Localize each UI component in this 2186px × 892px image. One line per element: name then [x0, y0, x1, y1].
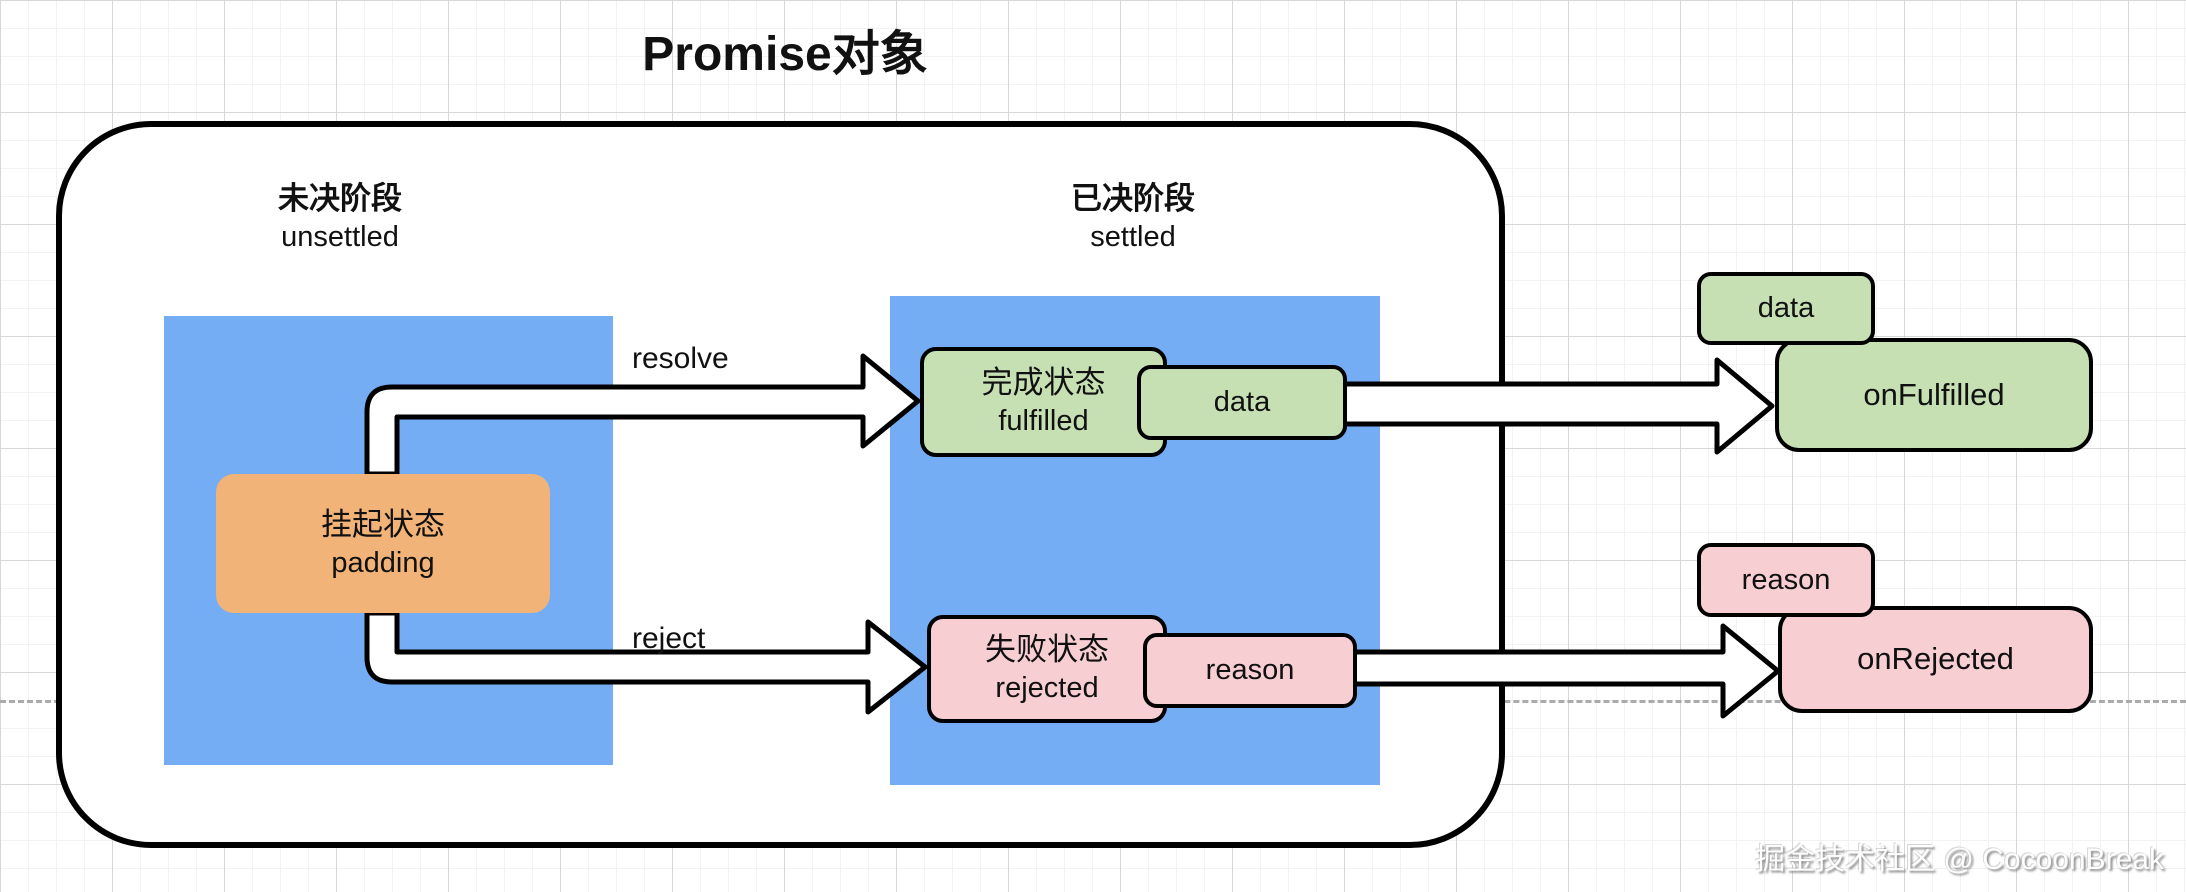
phase-settled-zh: 已决阶段	[1071, 181, 1195, 216]
phase-label-settled: 已决阶段 settled	[1023, 180, 1243, 255]
pending-state-zh: 挂起状态	[321, 506, 445, 542]
watermark-text: 掘金技术社区 @ CocoonBreak	[1755, 843, 2164, 876]
onrejected-reason-tag: reason	[1697, 543, 1875, 617]
rejected-state-zh: 失败状态	[985, 632, 1109, 667]
fulfilled-state-node: 完成状态 fulfilled	[920, 347, 1167, 457]
onrejected-callback-node: onRejected	[1778, 606, 2093, 713]
resolve-edge-label: resolve	[632, 342, 729, 375]
fulfilled-state-zh: 完成状态	[981, 365, 1106, 400]
reject-arrow	[364, 610, 928, 715]
phase-unsettled-zh: 未决阶段	[278, 181, 402, 216]
phase-settled-en: settled	[1090, 220, 1176, 253]
reject-edge-label: reject	[632, 622, 706, 655]
resolve-arrow	[364, 353, 921, 477]
diagram-title: Promise对象	[642, 28, 928, 81]
phase-label-unsettled: 未决阶段 unsettled	[230, 180, 450, 255]
onfulfilled-data-tag: data	[1697, 272, 1875, 345]
rejected-state-node: 失败状态 rejected	[927, 615, 1167, 723]
pending-state-node: 挂起状态 padding	[216, 474, 550, 613]
rejected-state-en: rejected	[995, 672, 1099, 705]
rejected-to-onrejected-arrow	[1347, 623, 1781, 719]
onfulfilled-callback-node: onFulfilled	[1775, 338, 2093, 452]
rejected-reason-tag: reason	[1143, 633, 1357, 708]
fulfilled-state-en: fulfilled	[998, 405, 1089, 438]
fulfilled-data-tag: data	[1137, 365, 1347, 440]
fulfilled-to-onfulfilled-arrow	[1337, 357, 1775, 455]
phase-unsettled-en: unsettled	[281, 220, 399, 253]
pending-state-en: padding	[331, 546, 435, 579]
